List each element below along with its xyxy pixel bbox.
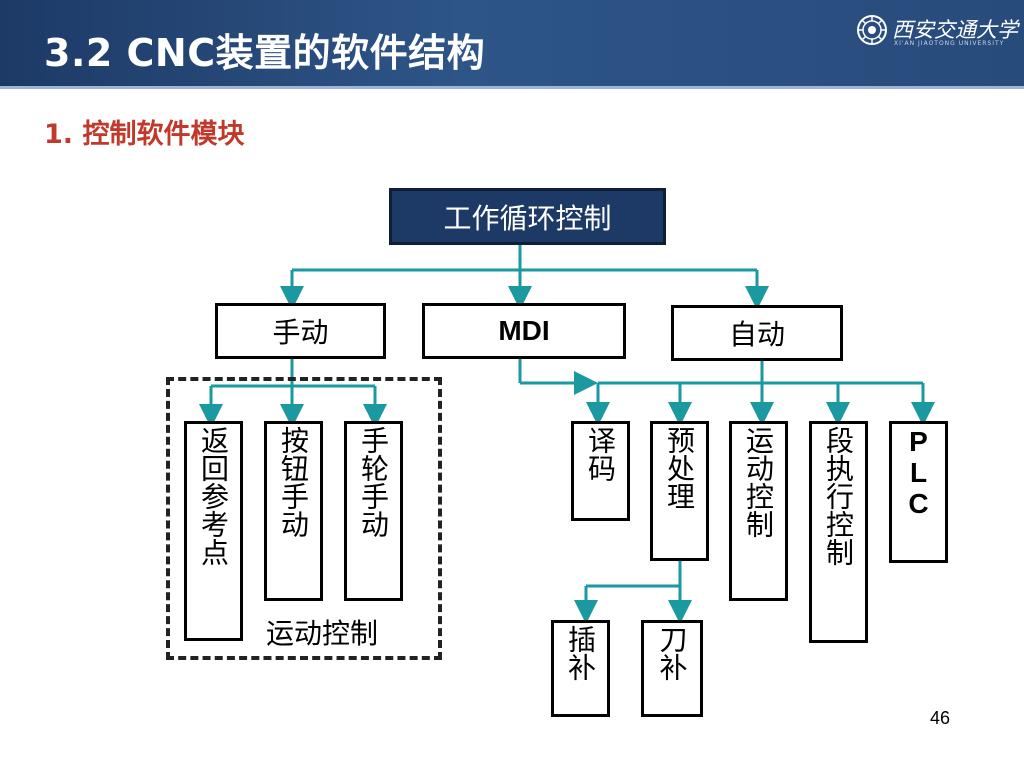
manual-child-button-jog: 按钮手动 (264, 421, 323, 601)
university-name: 西安交通大学 (892, 18, 1018, 42)
auto-child-decode: 译码 (571, 421, 630, 521)
preprocess-child-interpolation: 插补 (551, 620, 610, 717)
auto-child-block-execution: 段执行控制 (809, 421, 868, 643)
auto-child-motion-control: 运动控制 (729, 421, 788, 601)
page-number: 46 (930, 708, 951, 728)
preprocess-child-tool-compensation: 刀补 (641, 620, 703, 717)
university-name-en: XI'AN JIAOTONG UNIVERSITY (894, 40, 1005, 47)
mode-node-auto: 自动 (671, 305, 843, 361)
header-divider (0, 86, 1024, 89)
slide-title: 3.2 CNC装置的软件结构 (44, 31, 486, 75)
university-seal-icon (857, 15, 887, 45)
auto-child-plc: PLC (889, 421, 948, 563)
manual-child-handwheel: 手轮手动 (344, 421, 403, 601)
motion-control-group-label: 运动控制 (266, 617, 379, 650)
university-logo: 西安交通大学 XI'AN JIAOTONG UNIVERSITY (856, 14, 1018, 50)
mode-node-mdi: MDI (422, 303, 626, 359)
section-subtitle: 1. 控制软件模块 (44, 119, 245, 150)
root-node-cycle-control: 工作循环控制 (389, 188, 666, 245)
manual-child-return-reference: 返回参考点 (184, 421, 243, 641)
mode-node-manual: 手动 (215, 303, 386, 359)
motion-control-group-border (166, 377, 442, 660)
slide-header: 3.2 CNC装置的软件结构 西安交通大学 XI'AN JIAOTONG UNI… (0, 0, 1024, 86)
auto-child-preprocess: 预处理 (650, 421, 709, 561)
